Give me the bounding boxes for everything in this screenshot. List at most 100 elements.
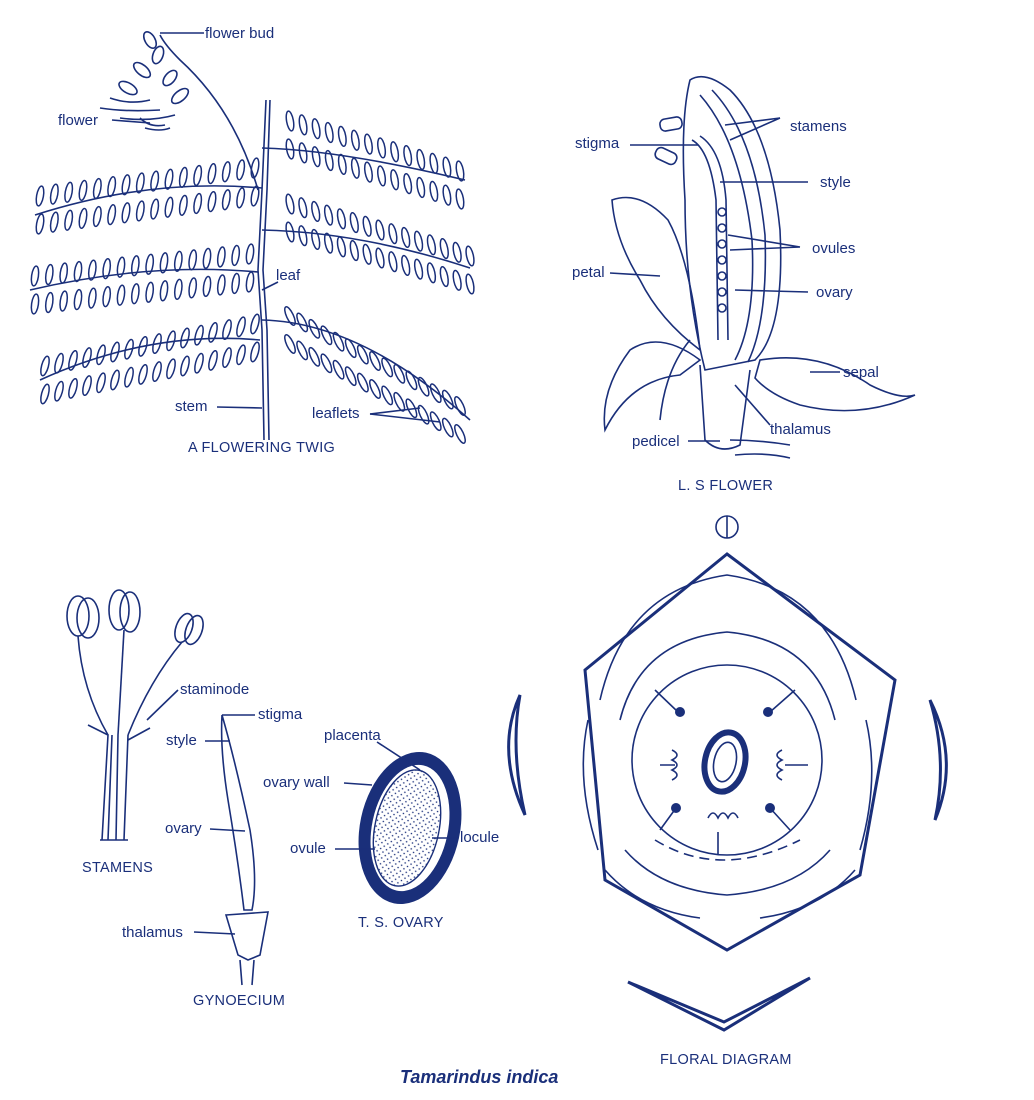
leaflet-mark (39, 383, 51, 404)
leaflet-mark (283, 306, 298, 327)
leaflet-mark (452, 242, 463, 263)
label-gyn-ovary: ovary (165, 820, 202, 837)
leaflet-mark (121, 202, 131, 223)
leaflet-mark (375, 220, 386, 241)
leaflet-mark (349, 240, 360, 261)
leaflet-mark (35, 214, 45, 235)
leaflet-mark (400, 255, 411, 276)
leaflet-mark (59, 263, 69, 284)
leaflet-mark (376, 137, 386, 158)
label-stem: stem (175, 398, 208, 415)
leaflet-mark (465, 246, 476, 267)
leaflet-mark (150, 199, 160, 220)
leaflet-mark (375, 248, 386, 269)
leaflet-mark (413, 231, 424, 252)
plate-title: Tamarindus indica (400, 1067, 558, 1087)
leaflet-mark (165, 330, 177, 351)
leaflet-mark (363, 134, 373, 155)
leaflet-mark (356, 344, 371, 365)
leaflet-mark (137, 364, 149, 385)
leaflet-mark (30, 294, 40, 315)
caption-stamens: STAMENS (82, 860, 153, 876)
leaflet-mark (164, 197, 174, 218)
leaflet-mark (207, 191, 217, 212)
leaflet-mark (465, 274, 476, 295)
leaflet-mark (298, 142, 308, 163)
leaflet-mark (39, 355, 51, 376)
leaflet-mark (368, 379, 383, 400)
label-petal: petal (572, 264, 605, 281)
leaflet-mark (202, 248, 212, 269)
leaflet-mark (231, 245, 241, 266)
leaflet-mark (250, 186, 260, 207)
leaflet-mark (295, 312, 310, 333)
leaflet-mark (159, 280, 169, 301)
leaflet-mark (376, 165, 386, 186)
leaflet-mark (95, 372, 107, 393)
leaflet-mark (331, 359, 346, 380)
leaflet-mark (310, 229, 321, 250)
leaflet-mark (324, 122, 334, 143)
leaflet-mark (363, 162, 373, 183)
leaflet-mark (323, 205, 334, 226)
leaflet-mark (193, 353, 205, 374)
label-sepal: sepal (843, 364, 879, 381)
leaflet-mark (88, 288, 98, 309)
leaflet-mark (78, 180, 88, 201)
leaflet-mark (441, 417, 456, 438)
leaflet-mark (207, 322, 219, 343)
leaflet-mark (380, 357, 395, 378)
leaflet-mark (283, 334, 298, 355)
leaflet-mark (49, 212, 59, 233)
label-ovules: ovules (812, 240, 855, 257)
leaflet-mark (107, 204, 117, 225)
flower-bud-cluster (100, 30, 191, 130)
label-ovule: ovule (290, 840, 326, 857)
leaflet-mark (426, 234, 437, 255)
leaflet-mark (297, 225, 308, 246)
leaflet-mark (453, 424, 468, 445)
leaflet-mark (64, 182, 74, 203)
leaflet-mark (116, 285, 126, 306)
leaflet-mark (207, 163, 217, 184)
leaflet-mark (336, 236, 347, 257)
leaflet-mark (188, 277, 198, 298)
leaflet-mark (231, 273, 241, 294)
label-locule: locule (460, 829, 499, 846)
leaflet-mark (428, 383, 443, 404)
leaflet-mark (188, 249, 198, 270)
leaflet-mark (49, 184, 59, 205)
leaflet-mark (81, 347, 93, 368)
leaflet-mark (221, 161, 231, 182)
caption-floral-diagram: FLORAL DIAGRAM (660, 1052, 792, 1068)
leaflet-mark (362, 244, 373, 265)
leaflet-mark (429, 153, 439, 174)
label-thalamus: thalamus (770, 421, 831, 438)
leaflet-mark (179, 327, 191, 348)
leaflet-mark (92, 206, 102, 227)
leaflet-mark (249, 313, 261, 334)
leaflet-mark (285, 194, 296, 215)
leaflet-mark (368, 351, 383, 372)
leaflet-mark (109, 369, 121, 390)
leaflet-mark (217, 275, 227, 296)
leaflet-mark (310, 201, 321, 222)
leaflet-mark (441, 389, 456, 410)
caption-ls-flower: L. S FLOWER (678, 478, 773, 494)
label-leaf: leaf (276, 267, 301, 284)
leaflet-mark (343, 366, 358, 387)
leaflet-mark (404, 370, 419, 391)
leaflet-mark (45, 292, 55, 313)
label-stamens: stamens (790, 118, 847, 135)
leaflet-mark (426, 262, 437, 283)
leaflet-mark (356, 372, 371, 393)
leaflet-mark (92, 178, 102, 199)
leaflet-mark (131, 283, 141, 304)
caption-gynoecium: GYNOECIUM (193, 993, 285, 1009)
ts-ovary-figure: placenta ovary wall ovule locule T. S. O… (263, 727, 499, 931)
leaflet-mark (221, 319, 233, 340)
leaflet-mark (135, 200, 145, 221)
leaflet-mark (217, 247, 227, 268)
gynoecium-figure: stigma style ovary thalamus GYNOECIUM (122, 706, 303, 1009)
leaflet-mark (336, 208, 347, 229)
